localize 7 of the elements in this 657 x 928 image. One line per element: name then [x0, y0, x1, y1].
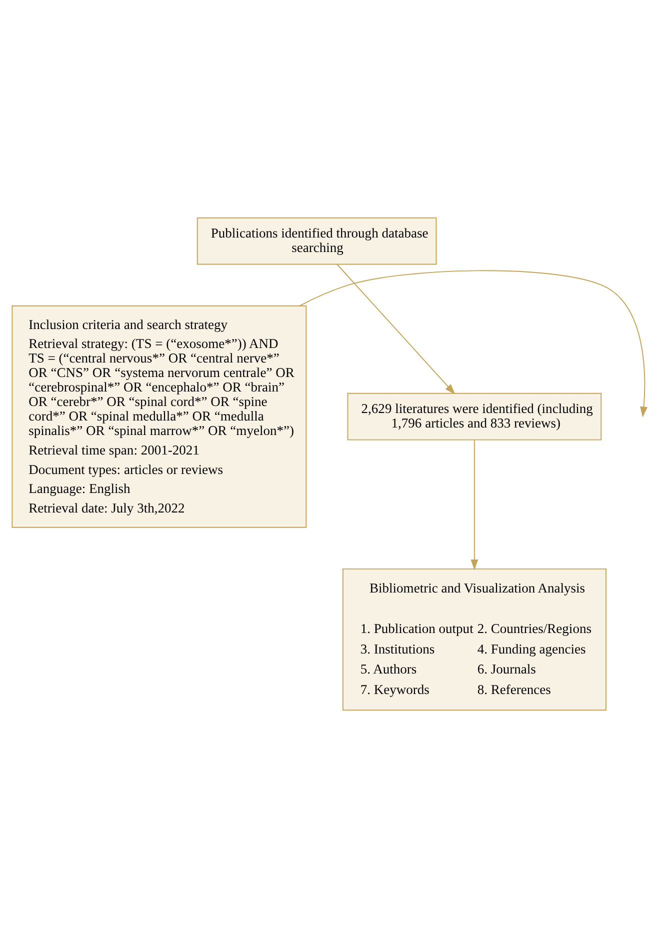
- arrow: [336, 264, 456, 394]
- node-box: Bibliometric and Visualization Analysis 1. Publication output 2. Countries/Regions 3. Institutions 4. Funding agencies 5. Authors 6. Journals 7. Keywords 8. References: [342, 568, 606, 711]
- node-box: 2,629 literatures were identified (including 1,796 articles and 833 reviews): [347, 392, 602, 440]
- node-box: Inclusion criteria and search strategy Retrieval strategy: (TS = (“exosome*”)) AND TS = (“central nervous*” OR “central nerve*” OR “CNS” OR “systema nervorum centrale” OR “cerebrospinal*” OR “encephalo*” OR “brain” OR “cerebr*” OR “spinal cord*” OR “spine cord*” OR “spinal medulla*” OR “medulla spinalis*” OR “spinal marrow*” OR “myelon*”) Retrieval time span: 2001-2021 Document types: articles or reviews Language: English Retrieval date: July 3th,2022: [12, 305, 307, 528]
- node-box: Publications identified through database searching: [196, 217, 437, 265]
- arrow: [299, 270, 648, 418]
- arrow: [470, 440, 478, 570]
